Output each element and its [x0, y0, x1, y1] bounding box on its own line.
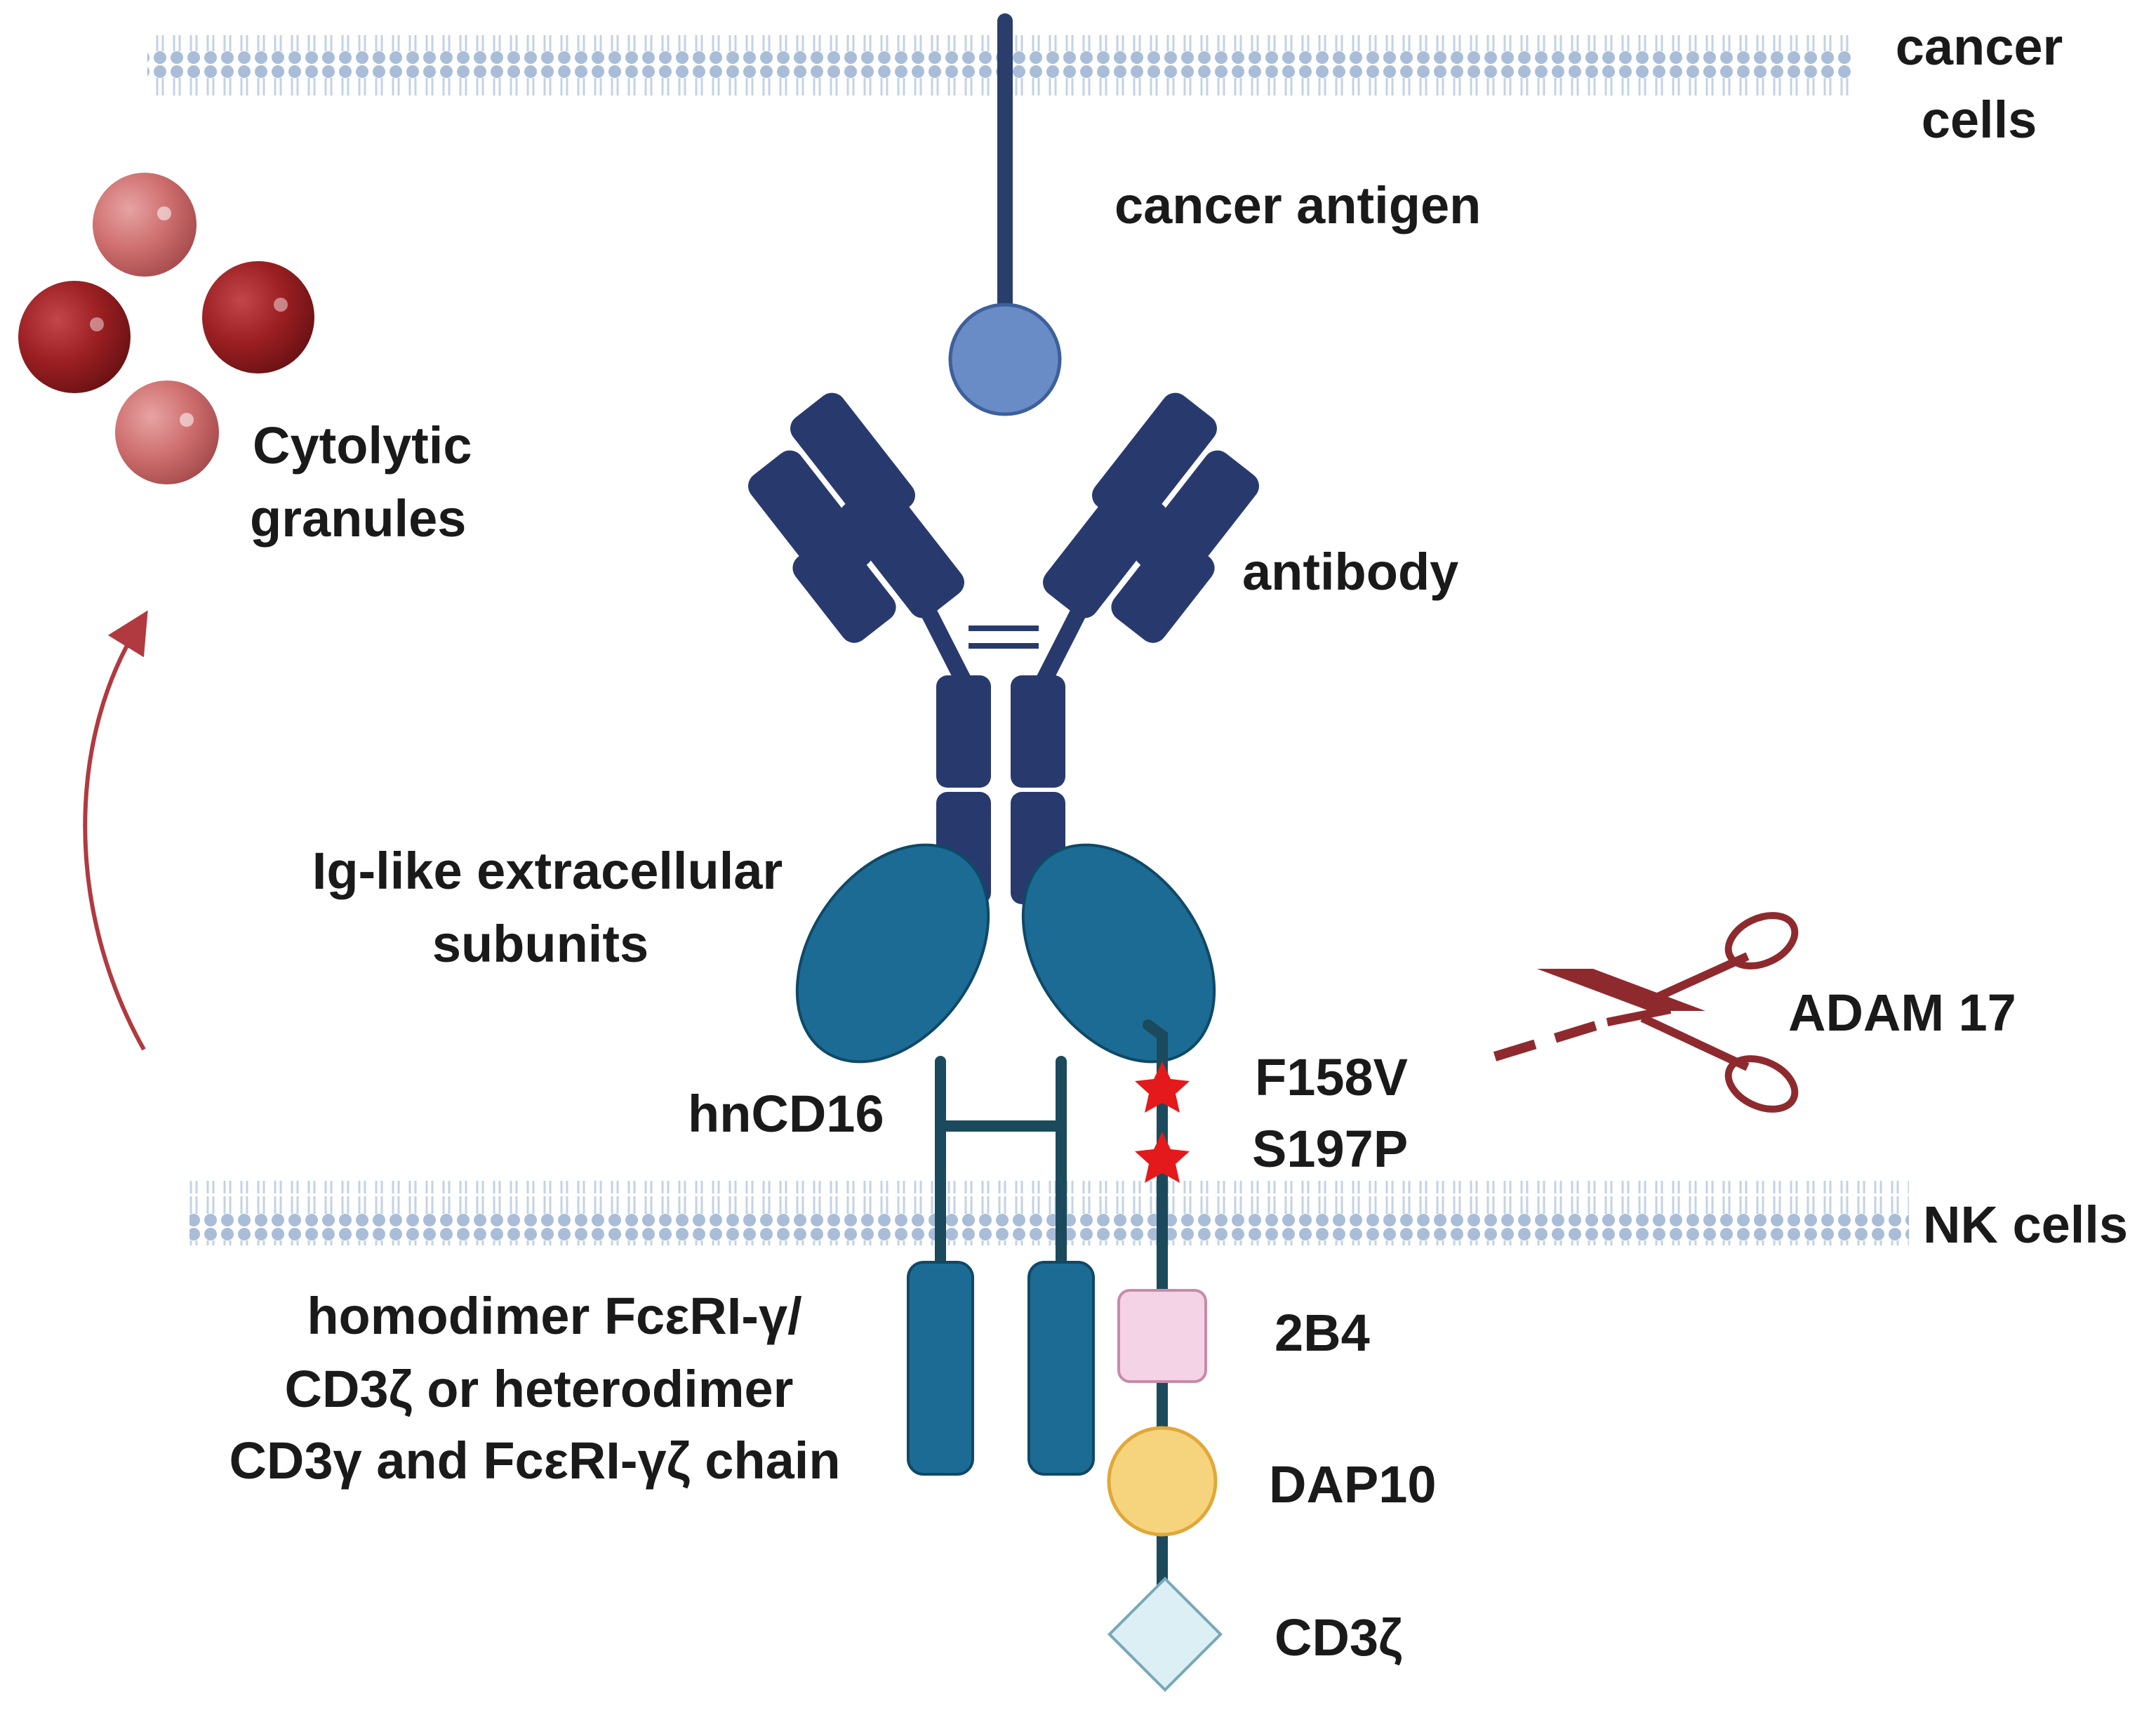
ig-like-subunits: [795, 843, 1216, 1064]
label-cytolytic-line2: granules: [250, 489, 466, 548]
label-hncd16: hnCD16: [688, 1085, 884, 1143]
label-homodimer-line1: homodimer FcεRI-γ/: [307, 1287, 801, 1345]
label-cd3z: CD3ζ: [1275, 1608, 1402, 1667]
label-nk-cells: NK cells: [1923, 1196, 2128, 1254]
label-s197p: S197P: [1252, 1120, 1408, 1178]
label-homodimer-line3: CD3γ and FcεRI-γζ chain: [229, 1431, 840, 1490]
cytolytic-granules: [18, 173, 314, 484]
f158v-mutation-star: [1135, 1061, 1190, 1113]
nk-cell-membrane: [189, 1181, 1909, 1245]
label-cancer-cells-line1: cancer: [1896, 18, 2063, 76]
2b4-domain: [1117, 1289, 1207, 1383]
cancer-antigen: [948, 13, 1062, 416]
label-ig-like-line1: Ig-like extracellular: [312, 842, 783, 900]
antibody: [748, 392, 1259, 904]
dap10-domain: [1107, 1426, 1218, 1537]
adam17-scissors-icon: [1493, 912, 1799, 1113]
label-f158v: F158V: [1255, 1048, 1408, 1106]
label-cancer-antigen: cancer antigen: [1114, 176, 1481, 234]
label-antibody: antibody: [1242, 543, 1458, 601]
homodimer-chains: [907, 1056, 1095, 1476]
label-cytolytic-line1: Cytolytic: [253, 416, 472, 475]
label-homodimer-line2: CD3ζ or heterodimer: [285, 1360, 794, 1418]
label-dap10: DAP10: [1269, 1455, 1437, 1514]
cd3z-domain: [1107, 1576, 1223, 1693]
label-ig-like-line2: subunits: [432, 915, 648, 973]
s197p-mutation-star: [1135, 1132, 1190, 1183]
release-arrow: [83, 610, 148, 1051]
label-2b4: 2B4: [1275, 1304, 1370, 1362]
label-cancer-cells-line2: cells: [1922, 91, 2037, 149]
label-adam17: ADAM 17: [1788, 984, 2016, 1042]
